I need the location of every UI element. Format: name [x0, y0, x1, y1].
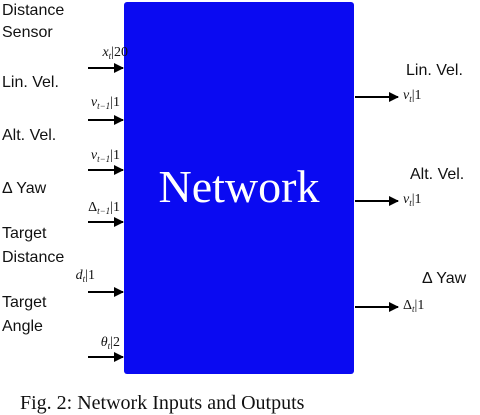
input-symbol-theta-t: θt|2	[100, 335, 120, 351]
input-label-lin-vel: Lin. Vel.	[2, 74, 59, 91]
network-block: Network	[124, 2, 354, 374]
output-symbol-delta-t: Δt|1	[403, 298, 425, 314]
input-label-sensor: Sensor	[2, 24, 53, 41]
input-symbol-xt: xt|20	[102, 45, 128, 61]
input-label-target-2: Target	[2, 294, 47, 311]
output-label-lin-vel: Lin. Vel.	[406, 62, 463, 79]
output-symbol-vt-alt: vt|1	[403, 192, 422, 208]
input-symbol-delta-t-1: Δt−1|1	[88, 200, 120, 216]
input-label-alt-vel: Alt. Vel.	[2, 127, 57, 144]
input-label-target: Target	[2, 225, 47, 242]
input-symbol-vt-1-alt: vt−1|1	[90, 148, 120, 164]
input-symbol-dt: dt|1	[75, 268, 95, 284]
input-symbol-vt-1-lin: vt−1|1	[90, 95, 120, 111]
network-title: Network	[158, 161, 320, 212]
output-label-alt-vel: Alt. Vel.	[410, 166, 465, 183]
input-label-angle: Angle	[2, 318, 43, 335]
input-label-delta-yaw: Δ Yaw	[2, 180, 47, 197]
output-symbol-vt-lin: vt|1	[403, 88, 422, 104]
figure-caption: Fig. 2: Network Inputs and Outputs	[20, 392, 305, 414]
input-label-distance-2: Distance	[2, 249, 65, 266]
input-label-distance: Distance	[2, 2, 65, 19]
output-label-delta-yaw: Δ Yaw	[422, 270, 467, 287]
